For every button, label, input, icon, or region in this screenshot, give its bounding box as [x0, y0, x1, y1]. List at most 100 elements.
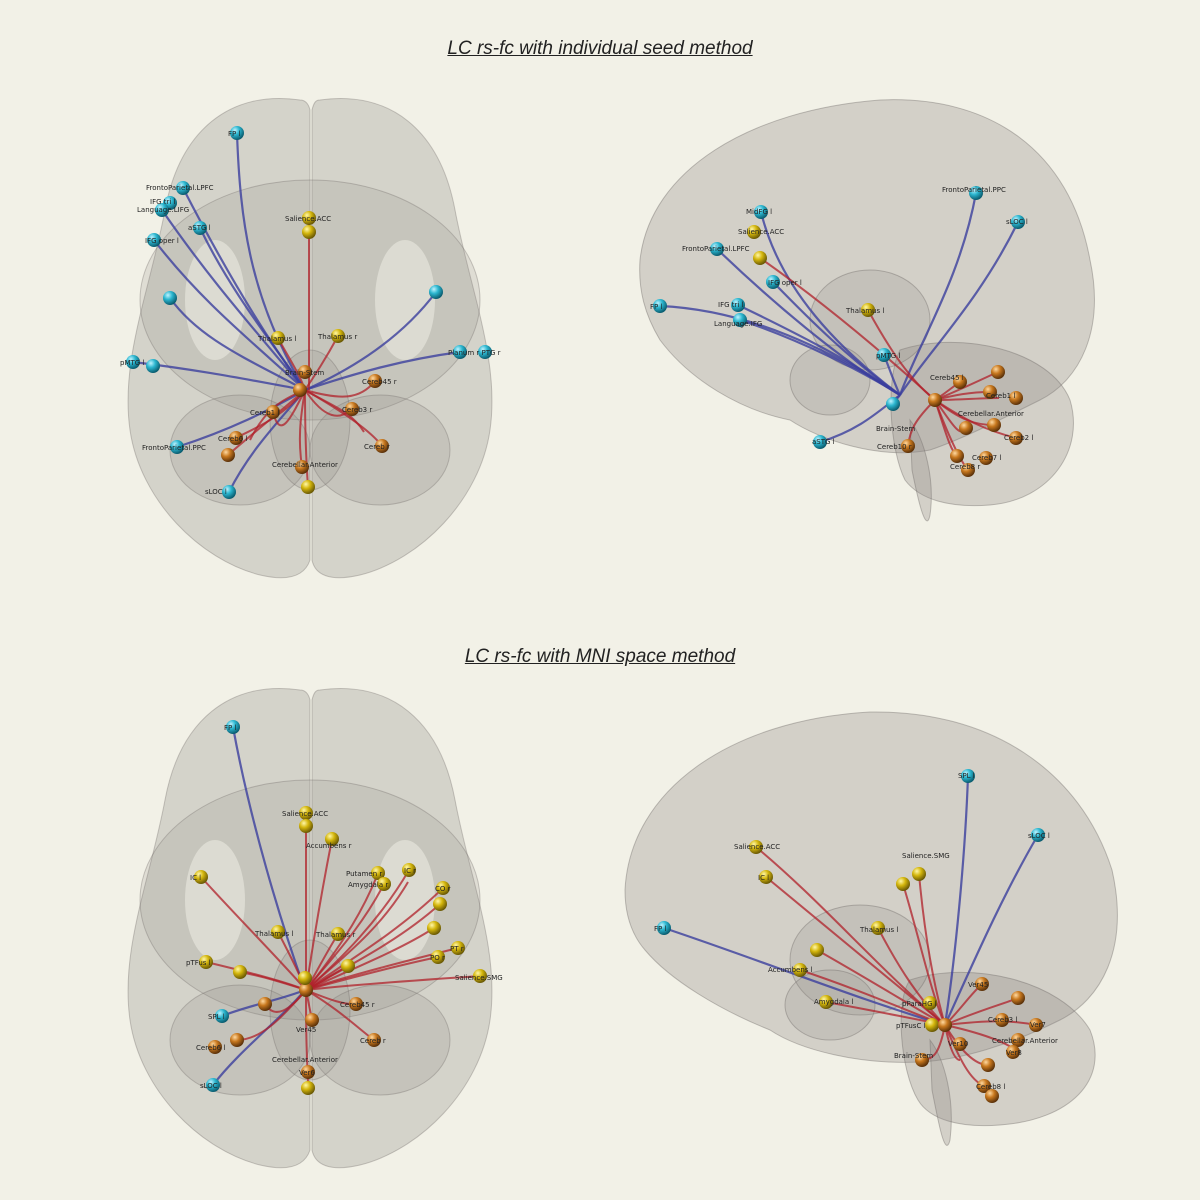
node-label: IFG tri l [150, 198, 176, 206]
node-label: Salience.ACC [282, 810, 328, 818]
node-cereb-r [367, 1033, 381, 1047]
node-co-r [436, 881, 450, 895]
panel-individual-sagittal: FrontoParietal.PPC sLOC l MidFG l Salien… [639, 99, 1095, 522]
node-fp-l [230, 126, 244, 140]
panel-title-mni-space: LC rs-fc with MNI space method [464, 646, 736, 667]
node-sloc-l [1011, 215, 1025, 229]
node-label: Amygdala l [814, 998, 853, 1006]
node-ver10 [953, 1037, 967, 1051]
node-label: Accumbens l [768, 966, 813, 974]
node-fp-l [653, 299, 667, 313]
node-label: sLOC l [205, 488, 227, 496]
node-labels: FP l FrontoParietal.LPFC IFG tri l Langu… [120, 130, 501, 496]
node-label: Thalamus l [254, 930, 293, 938]
node-label: Ver7 [1030, 1021, 1046, 1029]
node-amygdala-r [377, 877, 391, 891]
node-cereb2-l [1009, 431, 1023, 445]
node-label: sLOC l [200, 1082, 222, 1090]
node-label: Amygdala r [348, 881, 388, 889]
node-pparahg-l [923, 996, 937, 1010]
node-label: Cereb45 l [930, 374, 964, 382]
node-cereb-l [221, 448, 235, 462]
node-brain-stem [915, 1053, 929, 1067]
node-frontoparietal-lpfc [710, 242, 724, 256]
node-frontoparietal-lpfc [176, 181, 190, 195]
node-label: SPL l [958, 772, 975, 780]
panel-individual-axial: FP l FrontoParietal.LPFC IFG tri l Langu… [120, 98, 501, 579]
edges-blue [663, 775, 1039, 1027]
node-label: sLOC l [1006, 218, 1028, 226]
node-label: Ver10 [948, 1040, 968, 1048]
node-label: pTFusC l [896, 1022, 926, 1030]
node-ver45 [305, 1013, 319, 1027]
node-label: SPL l [208, 1013, 225, 1021]
panel-mni-axial: FP l Salience.ACC Accumbens r Putamen r … [127, 688, 503, 1169]
node-frontoparietal-ppc [170, 440, 184, 454]
node-ptg-r-2 [478, 345, 492, 359]
node-salience-smg [473, 969, 487, 983]
node-ifg-tri-l [731, 298, 745, 312]
node-co-r-2 [433, 897, 447, 911]
node-ptfusc-l [925, 1018, 939, 1032]
node-label: sLOC l [1028, 832, 1050, 840]
panel-title-individual-seed: LC rs-fc with individual seed method [447, 38, 753, 59]
node-po-r-2 [431, 950, 445, 964]
node-pt-r [451, 941, 465, 955]
node-ifg-oper-l [147, 233, 161, 247]
node-cereb45-l [953, 375, 967, 389]
node-label: Language.LIFG [137, 206, 189, 214]
nodes [657, 769, 1045, 1103]
node-label: Cereb10 r [877, 443, 912, 451]
node-fp-l [657, 921, 671, 935]
node-label: Putamen r [346, 870, 382, 878]
node-label: FP l [654, 925, 666, 933]
node-label: Cerebellar.Anterior [272, 461, 338, 469]
node-label: Language.IFG [714, 320, 762, 328]
node-cereb8-l [977, 1079, 991, 1093]
node-label: Cereb45 r [340, 1001, 375, 1009]
node-labels: FrontoParietal.PPC sLOC l MidFG l Salien… [650, 186, 1033, 471]
node-salience-acc [749, 840, 763, 854]
node-label: Cereb7 l [972, 454, 1001, 462]
node-label: Cereb6 l [218, 435, 247, 443]
edges-blue [659, 192, 1019, 444]
node-ver7 [1029, 1018, 1043, 1032]
node-label: Thalamus l [845, 307, 884, 315]
node-brain-stem [298, 365, 312, 379]
node-label: Salience.ACC [285, 215, 331, 223]
node-label: pTFus l [186, 959, 211, 967]
node-midfg-l [754, 205, 768, 219]
node-cerebellar-anterior [987, 418, 1001, 432]
node-label: Cerebellar.Anterior [958, 410, 1024, 418]
node-spl-l [215, 1009, 229, 1023]
node-ver8 [1006, 1045, 1020, 1059]
node-ic-l [759, 870, 773, 884]
node-cereb3-r [345, 402, 359, 416]
node-cereb1-l [266, 405, 280, 419]
node-label: IC l [190, 874, 201, 882]
node-label: FP l [650, 303, 662, 311]
node-cereb45-r [368, 374, 382, 388]
node-label: Salience.SMG [902, 852, 950, 860]
node-cereb-b [981, 1058, 995, 1072]
node-label: Accumbens r [306, 842, 352, 850]
node-yellow-a [896, 877, 910, 891]
node-salience-smg [912, 867, 926, 881]
node-label: Brain-Stem [285, 369, 324, 377]
nodes [126, 126, 492, 499]
node-cereb6-l-2 [208, 1040, 222, 1054]
node-cereb6-l [229, 431, 243, 445]
node-putamen-r [371, 866, 385, 880]
node-ver [301, 480, 315, 494]
node-thalamus-l [271, 925, 285, 939]
node-label: IFG oper l [768, 279, 802, 287]
node-cereb-c [959, 421, 973, 435]
node-brainstem [298, 971, 312, 985]
node-sloc-l [222, 485, 236, 499]
node-amygdala-l [819, 995, 833, 1009]
node-ic-l [194, 870, 208, 884]
node-label: Cerebellar.Anterior [272, 1056, 338, 1064]
node-label: Cereb r [364, 443, 390, 451]
node-ptg-r [453, 345, 467, 359]
